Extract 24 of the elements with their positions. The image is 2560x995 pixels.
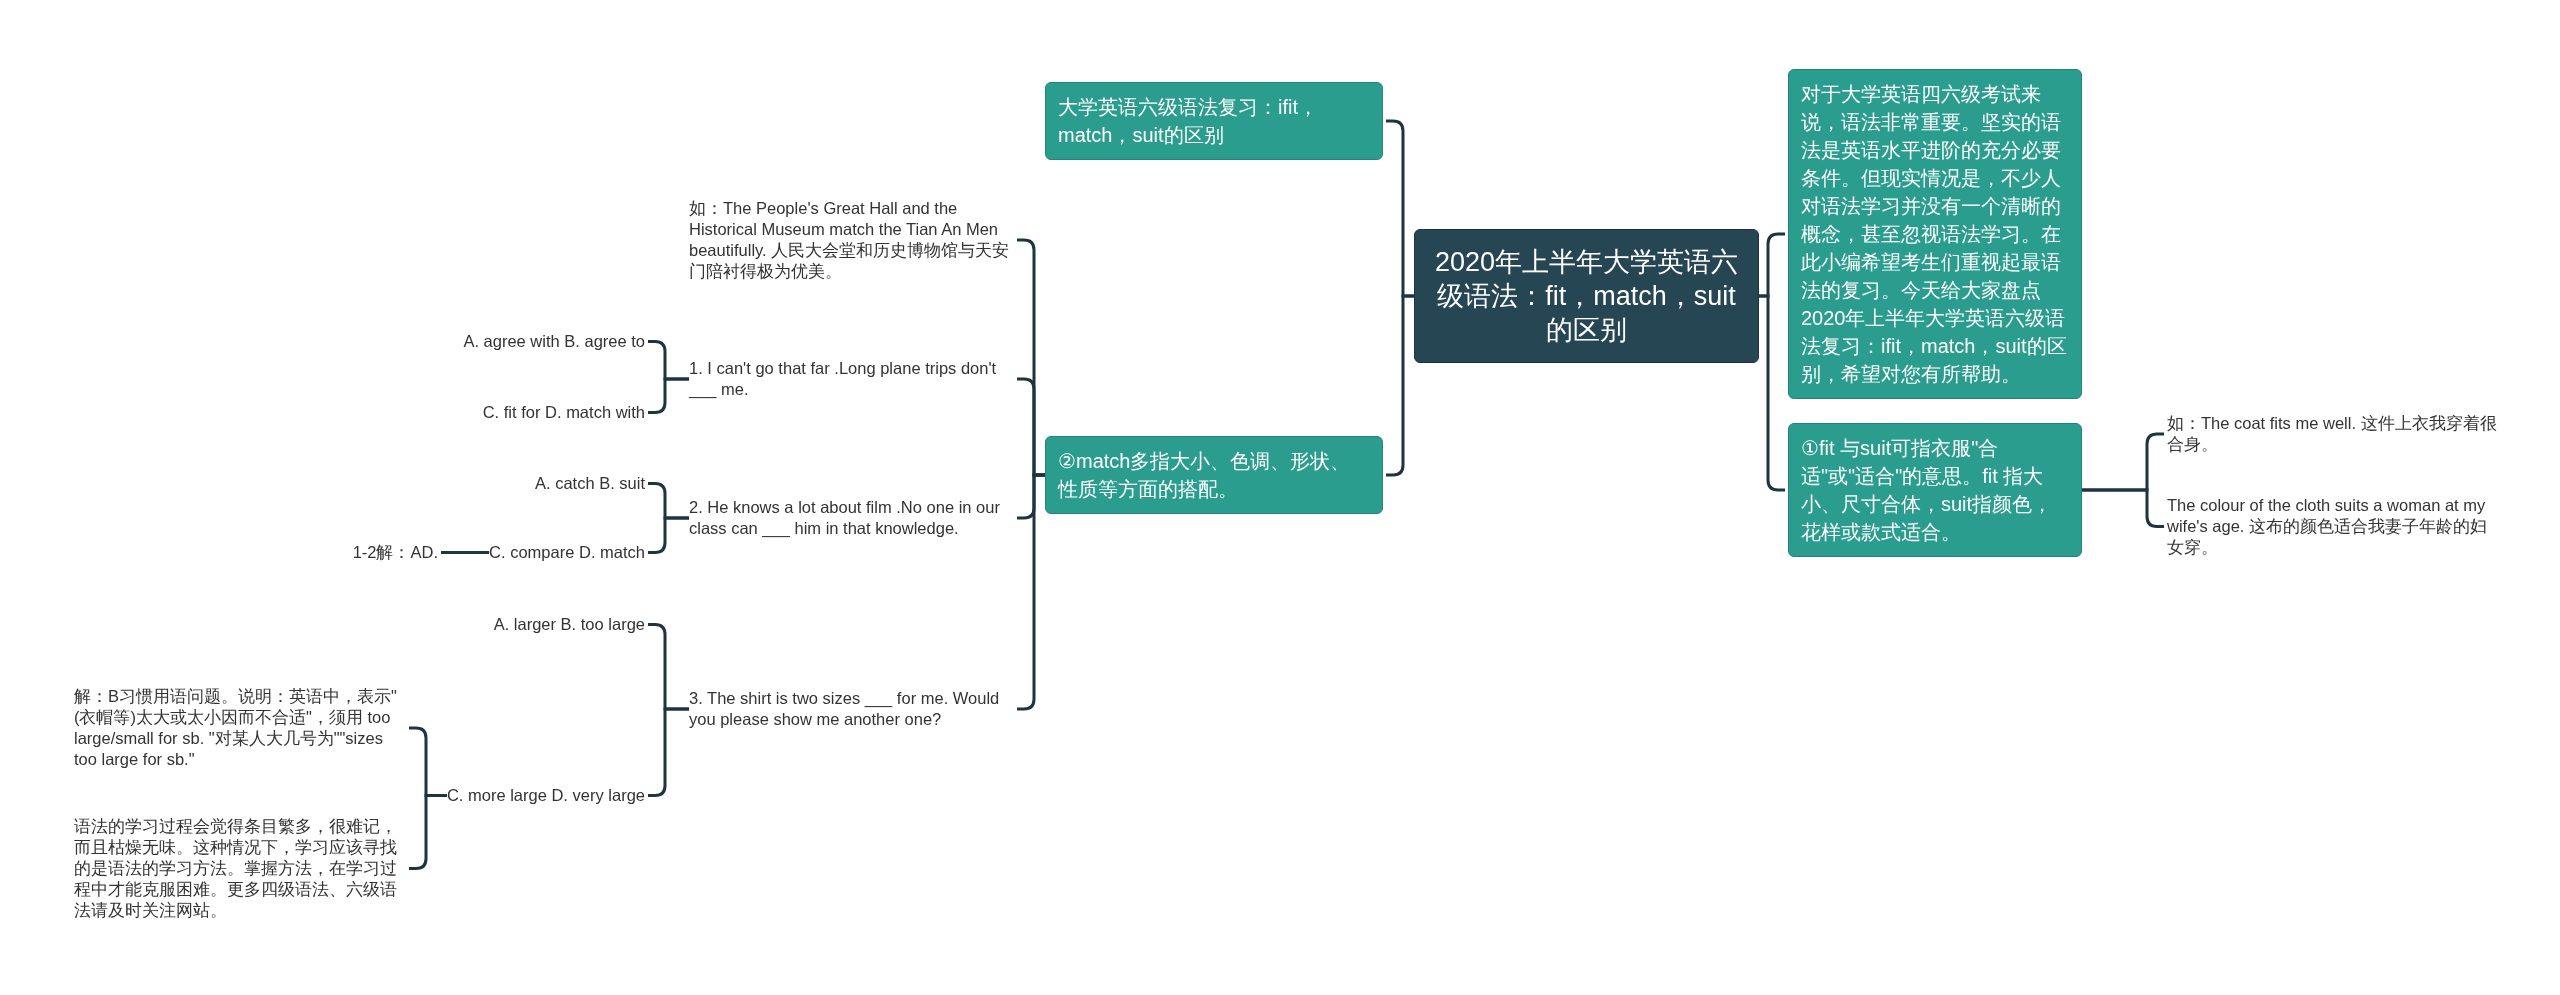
explanation-text: 解：B习惯用语问题。说明：英语中，表示"(衣帽等)太大或太小因而不合适"，须用 too large/small for sb. "对某人大几号为""sizes too large for sb." bbox=[74, 686, 406, 770]
connector bbox=[648, 377, 689, 414]
question-text: 1. I can't go that far .Long plane trips don't ___ me. bbox=[689, 358, 1014, 400]
example-text: 如：The coat fits me well. 这件上衣我穿着很合身。 bbox=[2167, 413, 2497, 455]
question-text: 2. He knows a lot about film .No one in our class can ___ him in that knowledge. bbox=[689, 497, 1014, 539]
option-text: A. catch B. suit bbox=[534, 473, 645, 494]
connector bbox=[441, 551, 490, 554]
branch-box: 对于大学英语四六级考试来说，语法非常重要。坚实的语法是英语水平进阶的充分必要条件。但现实情况是，不少人对语法学习并没有一个清晰的概念，甚至忽视语法学习。在此小编希望考生们重视起最语法的复习。今天给大家盘点2020年上半年大学英语六级语法复习：ifit，match，suit的区别，希望对您有所帮助。 bbox=[1788, 69, 2082, 399]
connector bbox=[648, 516, 689, 554]
branch-box: ①fit 与suit可指衣服"合适"或"适合"的意思。fit 指大小、尺寸合体，suit指颜色，花样或款式适合。 bbox=[1788, 423, 2082, 557]
option-text: A. agree with B. agree to bbox=[463, 331, 645, 352]
connector bbox=[2082, 488, 2164, 528]
option-text: A. larger B. too large bbox=[493, 614, 645, 635]
example-text: The colour of the cloth suits a woman at my wife's age. 这布的颜色适合我妻子年龄的妇女穿。 bbox=[2167, 495, 2497, 558]
option-text: C. fit for D. match with bbox=[482, 402, 645, 423]
option-text: C. more large D. very large bbox=[446, 785, 645, 806]
answer-text: 1-2解：AD. bbox=[352, 542, 438, 563]
option-text: C. compare D. match bbox=[489, 542, 645, 563]
question-text: 3. The shirt is two sizes ___ for me. Would you please show me another one? bbox=[689, 688, 1014, 730]
topic-box: 2020年上半年大学英语六级语法：fit，match，suit的区别 bbox=[1414, 229, 1759, 363]
example-text: 如：The People's Great Hall and the Historical Museum match the Tian An Men beautifully. 人民大会堂和历史博物馆与天安门陪衬得极为优美。 bbox=[689, 198, 1014, 282]
branch-box: ②match多指大小、色调、形状、性质等方面的搭配。 bbox=[1045, 436, 1383, 514]
note-text: 语法的学习过程会觉得条目繁多，很难记，而且枯燥无味。这种情况下，学习应该寻找的是语法的学习方法。掌握方法，在学习过程中才能克服困难。更多四级语法、六级语法请及时关注网站。 bbox=[74, 816, 406, 921]
branch-box: 大学英语六级语法复习：ifit，match，suit的区别 bbox=[1045, 82, 1383, 160]
